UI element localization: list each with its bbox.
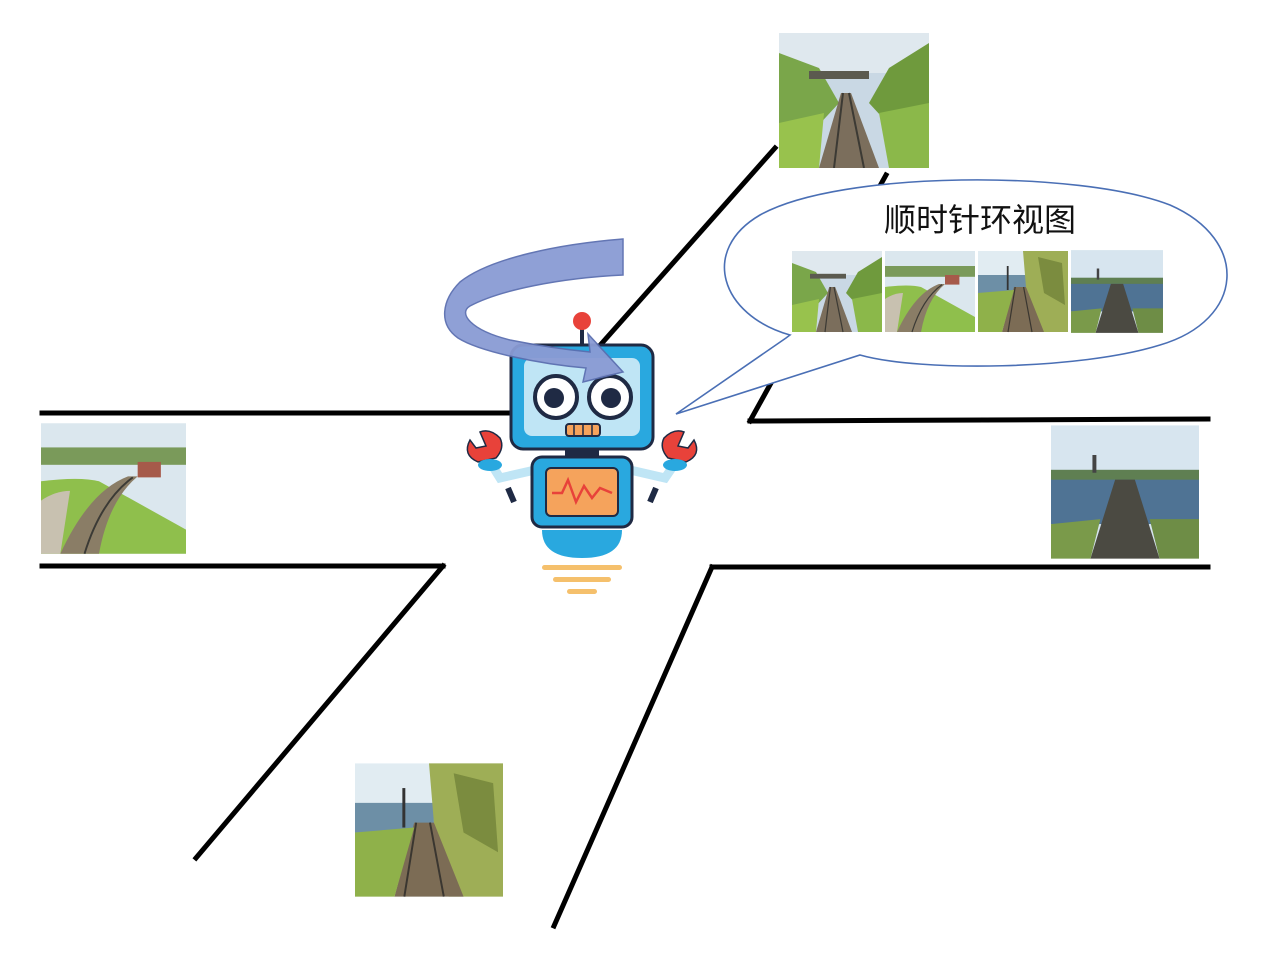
backward-view [355, 762, 503, 898]
forward-view [779, 33, 929, 168]
bubble-forward-scene-icon [792, 250, 882, 333]
bubble-caption: 顺时针环视图 [884, 201, 1076, 239]
backward-scene-icon [355, 762, 503, 898]
right-scene-icon [1051, 425, 1199, 559]
speech-bubble: 顺时针环视图 [675, 179, 1228, 415]
road-right-top-edge [747, 416, 1211, 424]
right-view [1051, 425, 1199, 559]
clockwise-rotation-arrow-icon [443, 238, 625, 384]
bubble-left-scene-icon [885, 250, 975, 333]
forward-scene-icon [779, 33, 929, 168]
road-backward-left-edge [192, 562, 447, 862]
robot-icon [466, 312, 698, 594]
left-scene-icon [41, 422, 186, 555]
road-backward-right-edge [550, 563, 716, 930]
bubble-backward-scene-icon [978, 250, 1068, 333]
bubble-right-scene-icon [1071, 250, 1163, 333]
left-view [41, 422, 186, 555]
